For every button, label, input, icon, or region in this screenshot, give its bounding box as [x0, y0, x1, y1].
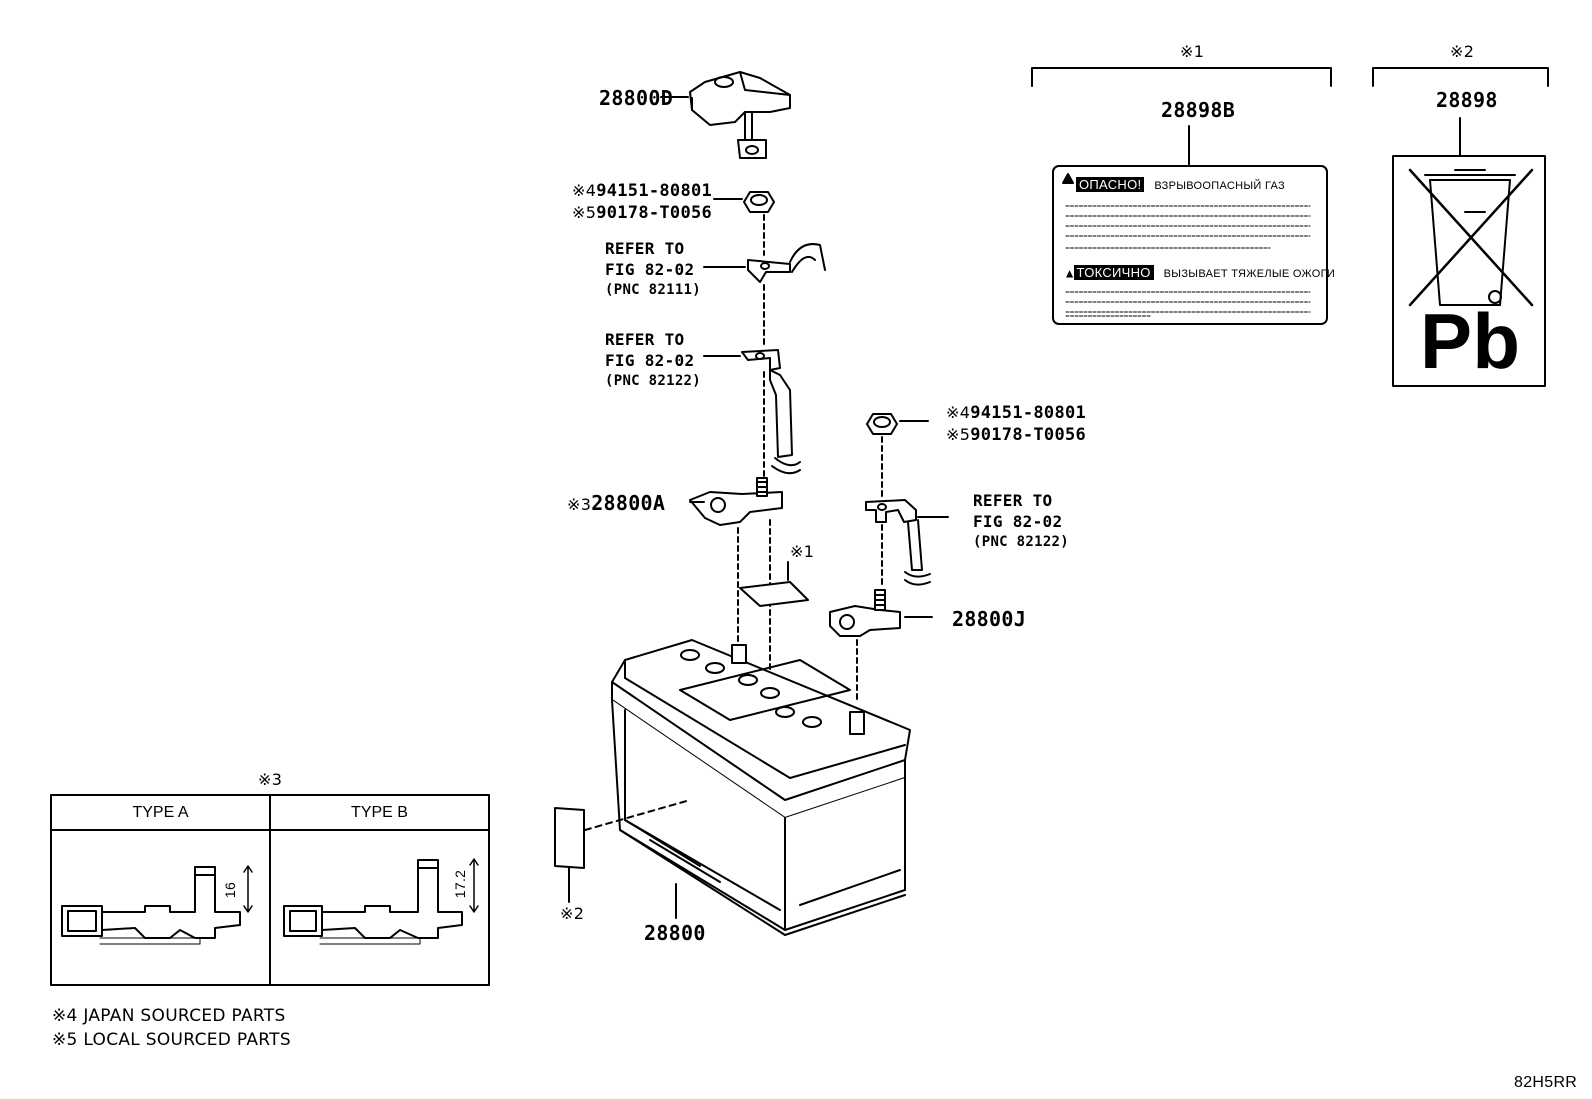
refer-line1: REFER TO: [605, 330, 685, 349]
warning-text-burns: ВЫЗЫВАЕТ ТЯЖЕЛЫЕ ОЖОГИ: [1163, 268, 1336, 280]
japan-sourced-mark: ※4: [946, 403, 971, 422]
nut-right-callout: ※494151-80801 ※590178-T0056: [946, 402, 1086, 446]
sheet-2-marker: ※2: [560, 904, 585, 923]
inset-type-a-header: TYPE A: [132, 804, 189, 821]
battery-drawing: [584, 639, 911, 936]
part-28898-label: 28898: [1436, 88, 1498, 112]
warning-row-1: ОПАСНО! ВЗРЫВООПАСНЫЙ ГАЗ: [1076, 174, 1285, 193]
terminal-cover-drawing: [660, 71, 791, 159]
part-28800j-label: 28800J: [952, 607, 1027, 631]
part-28800-label: 28800: [644, 921, 706, 945]
cable-82111-drawing: [703, 243, 826, 346]
refer-pnc: (PNC 82111): [605, 282, 702, 298]
refer-callout-82122-right: REFER TO FIG 82-02 (PNC 82122): [973, 490, 1069, 553]
warning-text-gas: ВЗРЫВООПАСНЫЙ ГАЗ: [1154, 180, 1285, 192]
inset-box: [50, 794, 490, 986]
label-sheet-2-drawing: [554, 807, 585, 903]
nut-left-pn-japan: 94151-80801: [596, 181, 713, 201]
inset-type-b-header: TYPE B: [351, 804, 408, 821]
nut-right-drawing: [866, 413, 929, 501]
dimension-type-a: 16: [222, 881, 239, 899]
local-sourced-mark: ※5: [946, 425, 971, 444]
part-28800a-number: 28800A: [591, 491, 666, 515]
refer-pnc: (PNC 82122): [605, 373, 702, 389]
lead-symbol-text: Pb: [1420, 297, 1521, 385]
refer-line2: FIG 82-02: [605, 260, 695, 279]
japan-sourced-mark: ※4: [572, 181, 597, 200]
part-28898b-label: 28898B: [1161, 98, 1236, 122]
nut-right-pn-local: 90178-T0056: [970, 425, 1087, 445]
cable-82122-left-drawing: [703, 349, 801, 479]
refer-line1: REFER TO: [973, 491, 1053, 510]
sheet-1-marker: ※1: [790, 542, 815, 561]
footnote-local-sourced: ※5 LOCAL SOURCED PARTS: [52, 1030, 291, 1050]
label-sheet-1-drawing: [739, 561, 809, 607]
warning-title-toxic: ТОКСИЧНО: [1073, 265, 1154, 280]
warning-title-danger: ОПАСНО!: [1076, 177, 1145, 192]
part-28800a-label: ※328800A: [567, 491, 665, 515]
part-28800d-label: 28800D: [599, 86, 674, 110]
nut-left-drawing: [713, 191, 775, 256]
label-1-marker: ※1: [1180, 42, 1205, 61]
refer-line2: FIG 82-02: [605, 351, 695, 370]
recycle-label-drawing: [1392, 155, 1546, 387]
nut-left-pn-local: 90178-T0056: [596, 203, 713, 223]
nut-right-pn-japan: 94151-80801: [970, 403, 1087, 423]
refer-line2: FIG 82-02: [973, 512, 1063, 531]
terminal-j-drawing: [829, 589, 933, 701]
warning-row-2: ▲ТОКСИЧНО ВЫЗЫВАЕТ ТЯЖЕЛЫЕ ОЖОГИ: [1066, 265, 1336, 280]
inset-mark: ※3: [567, 495, 592, 514]
nut-left-callout: ※494151-80801 ※590178-T0056: [572, 180, 712, 224]
local-sourced-mark: ※5: [572, 203, 597, 222]
terminal-a-drawing: [689, 477, 783, 701]
label-2-marker: ※2: [1450, 42, 1475, 61]
figure-code: 82H5RR: [1514, 1074, 1578, 1091]
refer-callout-82111: REFER TO FIG 82-02 (PNC 82111): [605, 238, 701, 301]
refer-pnc: (PNC 82122): [973, 534, 1070, 550]
dimension-type-b: 17.2: [452, 869, 469, 899]
warning-label-drawing: [1052, 165, 1328, 325]
cable-82122-right-drawing: [865, 499, 949, 586]
footnote-japan-sourced: ※4 JAPAN SOURCED PARTS: [52, 1006, 286, 1026]
refer-callout-82122-left: REFER TO FIG 82-02 (PNC 82122): [605, 329, 701, 392]
label-brackets: [1031, 67, 1549, 169]
refer-line1: REFER TO: [605, 239, 685, 258]
inset-marker: ※3: [258, 770, 283, 789]
